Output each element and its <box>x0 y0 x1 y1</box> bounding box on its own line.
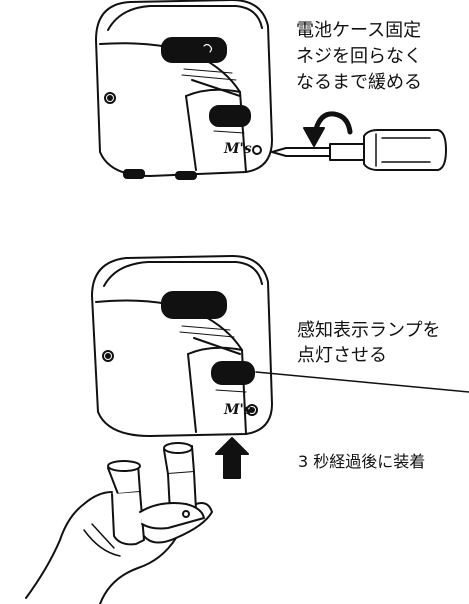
step1-line-1: 電池ケース固定 <box>296 20 422 41</box>
step2-line-2: 点灯させる <box>297 345 387 366</box>
brand-logo: M's <box>223 402 252 418</box>
battery-case <box>107 442 205 546</box>
step-loosen-screw-text: 電池ケース固定 ネジを回らなく なるまで緩める <box>296 18 422 96</box>
leader-line <box>255 371 469 393</box>
step-attach-text: 3 秒経過後に装着 <box>298 452 426 471</box>
hand-illustration <box>25 491 213 604</box>
arrow-up-icon <box>215 437 249 479</box>
step1-line-3: なるまで緩める <box>296 72 422 93</box>
dispenser-device-bottom: M's <box>91 255 273 437</box>
step-light-lamp-text: 感知表示ランプを 点灯させる <box>297 318 440 368</box>
screwdriver-icon <box>271 129 447 171</box>
brand-logo: M's <box>223 141 252 157</box>
step2-line-1: 感知表示ランプを <box>297 320 441 341</box>
rotate-arrow-icon <box>303 111 353 147</box>
dispenser-device-top: M's <box>95 0 273 180</box>
step1-line-2: ネジを回らなく <box>296 46 422 67</box>
